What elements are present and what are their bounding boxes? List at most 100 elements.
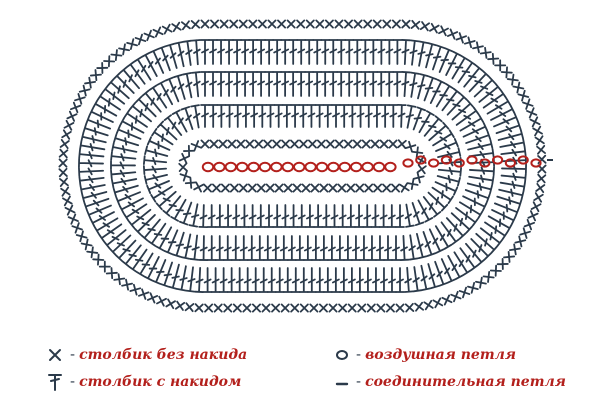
single-crochet-stitch: [227, 139, 237, 149]
double-crochet-stitch: [305, 204, 315, 228]
double-crochet-stitch: [304, 39, 315, 65]
double-crochet-stitch: [475, 232, 498, 254]
single-crochet-stitch: [309, 303, 319, 313]
single-crochet-stitch: [529, 116, 541, 128]
double-crochet-stitch: [150, 185, 173, 203]
double-crochet-stitch: [463, 64, 484, 88]
double-crochet-stitch: [92, 99, 118, 117]
double-crochet-stitch: [445, 217, 467, 240]
single-crochet-stitch: [218, 139, 228, 149]
double-crochet-stitch: [200, 104, 210, 128]
double-crochet-stitch: [473, 76, 496, 98]
double-crochet-stitch: [375, 235, 385, 261]
single-crochet-stitch: [193, 181, 205, 193]
double-crochet-stitch: [401, 39, 411, 66]
double-crochet-stitch: [335, 235, 345, 261]
double-crochet-stitch: [135, 252, 154, 278]
double-crochet-stitch: [134, 214, 156, 236]
single-crochet-stitch: [245, 139, 255, 149]
single-crochet-stitch: [98, 260, 111, 273]
double-crochet-stitch: [479, 227, 504, 247]
single-crochet-stitch: [391, 19, 401, 29]
double-crochet-stitch: [459, 114, 485, 132]
single-crochet-stitch: [363, 19, 373, 29]
single-crochet-stitch: [534, 135, 545, 146]
double-crochet-stitch: [257, 104, 268, 128]
double-crochet-stitch: [499, 137, 526, 149]
single-crochet-stitch: [248, 19, 258, 29]
double-crochet-stitch: [331, 104, 341, 128]
single-crochet-stitch: [211, 183, 221, 193]
double-crochet-stitch: [447, 254, 464, 280]
double-crochet-stitch: [194, 266, 204, 293]
double-crochet-stitch: [226, 267, 237, 293]
double-crochet-stitch: [453, 251, 472, 276]
single-crochet-stitch: [366, 303, 376, 313]
single-crochet-stitch: [446, 28, 459, 40]
double-crochet-stitch: [327, 235, 337, 261]
single-crochet-stitch: [506, 73, 519, 86]
single-crochet-stitch: [343, 139, 353, 149]
double-crochet-stitch: [434, 181, 459, 196]
double-crochet-stitch: [140, 218, 161, 242]
double-crochet-stitch: [409, 39, 420, 66]
single-crochet-stitch: [254, 139, 264, 149]
chain-stitch: [213, 161, 226, 173]
legend-item-chain-stitch: - воздушная петля: [330, 344, 516, 366]
double-crochet-stitch: [379, 267, 389, 293]
double-crochet-stitch: [486, 97, 512, 115]
double-crochet-stitch: [272, 71, 282, 97]
double-crochet-stitch: [337, 204, 348, 228]
single-crochet-stitch: [283, 183, 293, 193]
double-crochet-stitch: [451, 54, 470, 80]
double-crochet-stitch: [78, 166, 105, 177]
single-crochet-stitch: [69, 101, 82, 114]
single-crochet-stitch: [92, 253, 105, 266]
double-crochet-stitch: [129, 102, 152, 123]
double-crochet-stitch: [191, 39, 202, 66]
double-crochet-stitch: [403, 266, 414, 293]
double-crochet-stitch: [218, 267, 229, 293]
double-crochet-stitch: [423, 75, 438, 102]
single-crochet-stitch: [134, 33, 147, 46]
double-crochet-stitch: [112, 184, 139, 198]
single-crochet-stitch: [536, 173, 547, 184]
double-crochet-stitch: [343, 235, 353, 261]
double-crochet-stitch: [336, 71, 347, 97]
single-crochet-stitch: [344, 19, 354, 29]
single-crochet-stitch: [438, 25, 449, 37]
double-crochet-stitch: [359, 235, 369, 261]
single-crochet-stitch: [347, 303, 357, 313]
single-crochet-stitch: [174, 300, 186, 311]
single-crochet-stitch: [455, 32, 467, 44]
double-crochet-stitch: [159, 261, 173, 288]
single-crochet-stitch: [67, 213, 79, 225]
double-crochet-stitch: [383, 235, 393, 261]
single-crochet-stitch: [180, 20, 191, 31]
double-crochet-stitch: [216, 104, 227, 128]
double-crochet-stitch: [408, 234, 419, 261]
double-crochet-stitch: [338, 267, 349, 293]
double-crochet-stitch: [392, 39, 403, 65]
double-crochet-stitch: [321, 204, 332, 228]
chain-stitch: [440, 155, 452, 165]
single-crochet-stitch: [391, 183, 401, 193]
chain-stitch: [453, 158, 465, 168]
single-crochet-stitch: [152, 26, 164, 38]
single-crochet-stitch: [219, 19, 229, 29]
double-crochet-stitch: [418, 110, 435, 134]
single-crochet-stitch: [190, 140, 202, 152]
single-crochet-stitch: [522, 98, 534, 110]
chain-stitch: [517, 155, 529, 165]
double-crochet-stitch: [347, 104, 358, 128]
double-crochet-stitch: [322, 267, 333, 293]
double-crochet-stitch: [360, 71, 371, 97]
chain-stitch: [466, 155, 478, 165]
single-crochet-stitch: [59, 177, 69, 188]
double-crochet-stitch: [478, 82, 502, 103]
double-crochet-stitch: [115, 124, 142, 140]
double-crochet-stitch: [500, 172, 527, 183]
double-crochet-stitch: [427, 263, 440, 290]
double-crochet-stitch: [151, 127, 174, 146]
double-crochet-stitch: [142, 155, 168, 166]
